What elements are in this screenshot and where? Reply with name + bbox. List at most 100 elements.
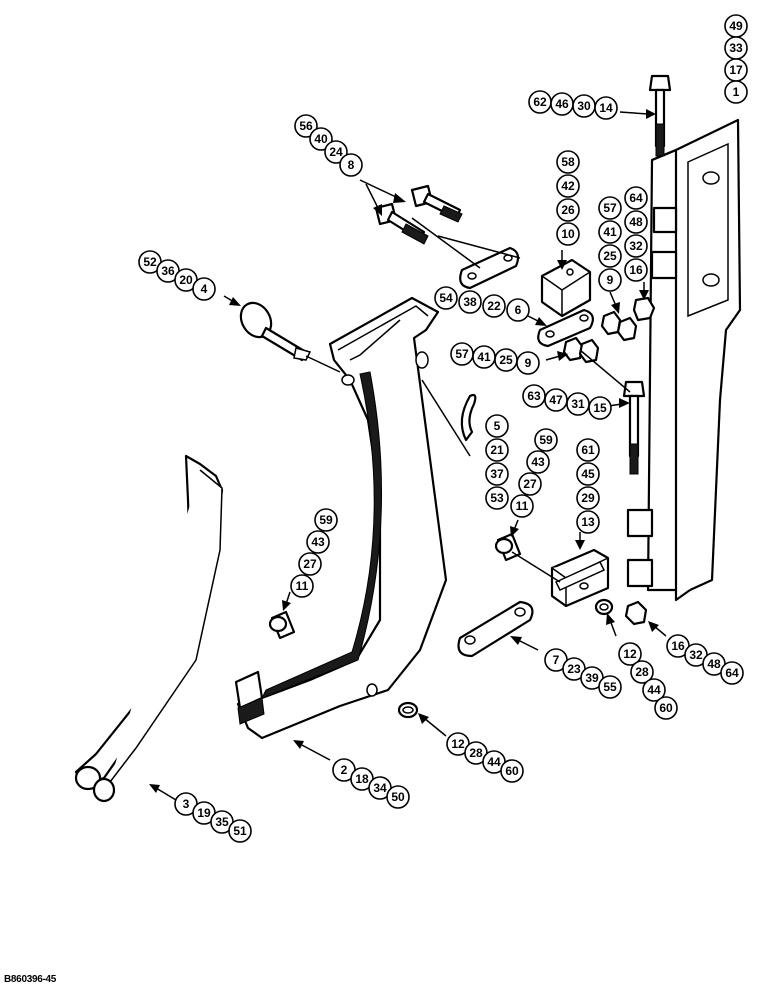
callout-number: 63 <box>527 389 541 403</box>
callout-bubble: 44 <box>642 678 666 702</box>
callout-bubble: 4 <box>192 277 216 301</box>
callout-bubble: 48 <box>624 210 648 234</box>
bolt-upper <box>410 184 463 223</box>
callout-number: 30 <box>577 99 591 113</box>
callout-number: 53 <box>490 491 504 505</box>
callout-number: 44 <box>487 755 501 769</box>
callout-bubble: 27 <box>518 472 542 496</box>
callout-bubble: 59 <box>314 508 338 532</box>
callout-number: 2 <box>341 763 348 777</box>
callout-number: 23 <box>567 662 581 676</box>
callout-bubble: 8 <box>339 153 363 177</box>
callout-bubble: 38 <box>458 290 482 314</box>
callout-bubble: 2 <box>332 758 356 782</box>
callout-bubble: 60 <box>500 759 524 783</box>
bushing-left <box>268 610 296 640</box>
callout-number: 24 <box>329 145 343 159</box>
callout-number: 43 <box>531 455 545 469</box>
main-mounting-bracket <box>626 118 742 602</box>
long-bolt-top <box>648 74 672 157</box>
callout-bubble: 64 <box>624 186 648 210</box>
callout-bubble: 30 <box>572 94 596 118</box>
callout-number: 60 <box>505 764 519 778</box>
callout-number: 3 <box>183 797 190 811</box>
callout-bubble: 39 <box>580 666 604 690</box>
callout-number: 16 <box>629 263 643 277</box>
callout-number: 32 <box>629 239 643 253</box>
callout-bubble: 29 <box>576 486 600 510</box>
callout-number: 57 <box>603 201 617 215</box>
callout-number: 28 <box>635 665 649 679</box>
clevis <box>550 548 610 608</box>
callout-bubble: 36 <box>156 259 180 283</box>
callout-bubble: 35 <box>210 810 234 834</box>
callout-number: 12 <box>451 737 465 751</box>
callout-bubble: 19 <box>192 801 216 825</box>
callout-number: 11 <box>516 499 529 513</box>
callout-number: 42 <box>561 179 575 193</box>
callout-bubble: 50 <box>386 785 410 809</box>
washer-right <box>594 598 614 616</box>
callout-number: 10 <box>561 227 575 241</box>
drawing-number: B860396-45 <box>4 974 57 985</box>
callout-bubble: 43 <box>306 530 330 554</box>
callout-bubble: 41 <box>598 220 622 244</box>
callout-number: 1 <box>733 85 740 99</box>
callout-bubble: 32 <box>684 643 708 667</box>
callout-number: 34 <box>373 781 387 795</box>
callout-bubble: 25 <box>598 244 622 268</box>
callout-bubble: 11 <box>510 494 534 518</box>
callout-bubble: 7 <box>544 648 568 672</box>
callout-bubble: 51 <box>228 819 252 843</box>
callout-bubble: 21 <box>485 438 509 462</box>
flat-link <box>457 600 534 658</box>
callout-number: 22 <box>487 299 501 313</box>
callout-bubble: 62 <box>528 90 552 114</box>
link-upper <box>459 246 520 290</box>
callout-bubble: 16 <box>624 258 648 282</box>
callout-bubble: 32 <box>624 234 648 258</box>
callout-number: 51 <box>233 824 247 838</box>
callout-bubble: 6 <box>506 298 530 322</box>
mounting-block <box>540 258 592 318</box>
nut-lower-right <box>624 600 648 626</box>
callout-bubble: 26 <box>556 198 580 222</box>
callout-number: 59 <box>539 433 553 447</box>
callout-number: 36 <box>161 264 175 278</box>
callout-bubble: 61 <box>576 438 600 462</box>
callout-bubble: 58 <box>556 150 580 174</box>
callout-bubble: 49 <box>724 14 748 38</box>
callout-number: 59 <box>319 513 333 527</box>
callout-number: 64 <box>725 666 739 680</box>
callout-bubble: 17 <box>724 58 748 82</box>
callout-number: 48 <box>629 215 643 229</box>
pin-with-ring <box>239 301 312 362</box>
callout-number: 14 <box>599 101 613 115</box>
link-lower <box>537 308 595 348</box>
callout-bubble: 24 <box>324 140 348 164</box>
callout-bubble: 37 <box>485 462 509 486</box>
callout-bubble: 16 <box>666 634 690 658</box>
callout-number: 45 <box>581 467 595 481</box>
callout-bubble: 25 <box>494 348 518 372</box>
callout-number: 48 <box>707 657 721 671</box>
callout-bubble: 42 <box>556 174 580 198</box>
callout-bubble: 14 <box>594 96 618 120</box>
callout-bubble: 47 <box>544 388 568 412</box>
callout-number: 40 <box>314 132 328 146</box>
callout-number: 39 <box>585 671 599 685</box>
leader-lines <box>305 217 631 583</box>
callout-bubble: 60 <box>654 696 678 720</box>
